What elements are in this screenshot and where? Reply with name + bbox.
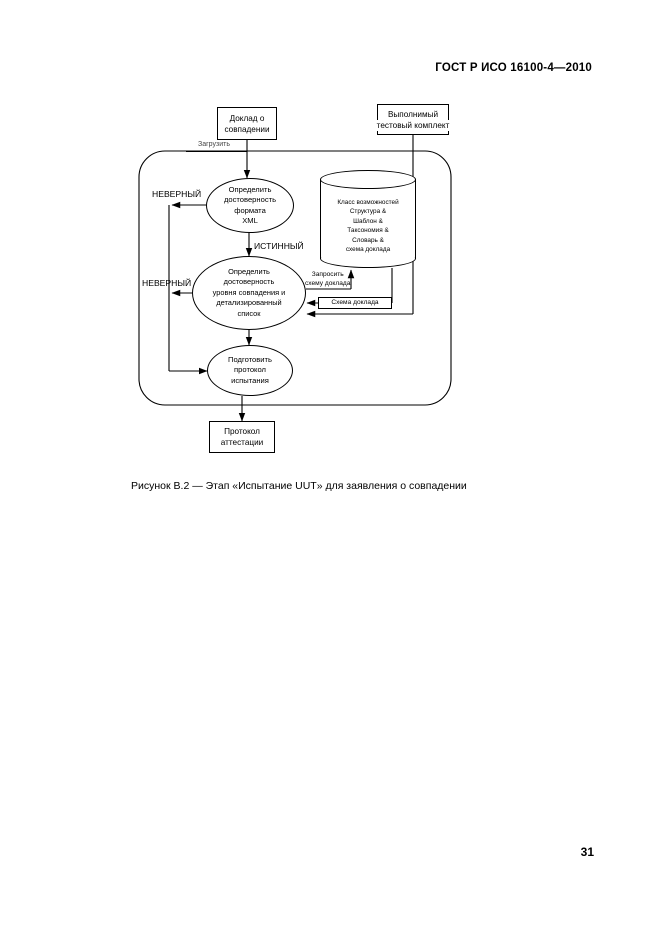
flow-label-false-xml: НЕВЕРНЫЙ [152,189,202,199]
activity-validate-conformance-level-line1: Определить [228,266,270,276]
flow-label-request-report-schema-line1: Запросить [311,271,344,278]
output-box-certification-report: Протокол аттестации [209,421,275,453]
document-standard-header: ГОСТ Р ИСО 16100-4—2010 [435,62,592,74]
datastore-label-line6: схема доклада [345,246,391,254]
activity-prepare-test-report-line1: Подготовить [228,354,272,364]
flow-label-load: Загрузить [198,141,230,148]
activity-validate-xml-format-line4: XML [242,216,258,225]
figure-b2-diagram: Доклад о совпадении Выполнимый тестовый … [138,104,461,453]
activity-validate-conformance-level-line4: детализированный [216,298,282,308]
cylinder-body [320,179,416,259]
input-box-conformance-report-line2: совпадении [224,124,270,134]
output-box-certification-report-line2: аттестации [220,438,264,447]
flow-label-false-level: НЕВЕРНЫЙ [142,278,192,288]
datastore-label-line3: Шаблон & [353,217,383,225]
activity-validate-xml-format-line2: достоверность [223,195,277,204]
activity-prepare-test-report-line3: испытания [231,375,269,385]
input-box-conformance-report: Доклад о совпадении [217,107,277,140]
output-box-certification-report-line1: Протокол [224,427,260,436]
figure-caption: Рисунок В.2 — Этап «Испытание UUT» для з… [131,480,467,492]
flow-label-true: ИСТИННЫЙ [254,241,304,251]
input-box-conformance-report-line1: Доклад о [229,113,265,123]
flow-label-request-report-schema-line2: схему доклада [305,280,351,287]
activity-validate-conformance-level: Определить достоверность уровня совпаден… [192,256,306,330]
input-box-executable-test-suite: Выполнимый тестовый комплект [365,104,461,135]
activity-validate-xml-format-line1: Определить [228,184,272,194]
datastore-label-line5: Словарь & [352,236,384,244]
input-box-executable-test-suite-line2: тестовый комплект [365,119,461,131]
cylinder-top-ellipse [320,170,416,189]
activity-validate-xml-format-line3: формата [234,205,266,215]
datastore-label-line4: Таксономия & [347,227,389,235]
activity-validate-xml-format: Определить достоверность формата XML [206,178,294,233]
datastore-label: Класс возможностей Структура & Шаблон & … [320,198,416,254]
datastore-capability-class: Класс возможностей Структура & Шаблон & … [320,170,416,268]
activity-validate-conformance-level-line3: уровня совпадения и [212,287,286,297]
datastore-label-line2: Структура & [349,208,387,216]
activity-validate-conformance-level-line5: список [237,308,261,318]
flow-label-report-schema: Схема доклада [318,297,392,309]
activity-validate-conformance-level-line2: достоверность [223,277,275,287]
flow-label-request-report-schema: Запросить схему доклада [305,270,350,288]
datastore-label-line1: Класс возможностей [337,199,399,206]
page-number: 31 [580,845,594,859]
activity-prepare-test-report-line2: протокол [234,365,266,375]
input-box-executable-test-suite-line1: Выполнимый [387,109,439,119]
activity-prepare-test-report: Подготовить протокол испытания [207,345,293,396]
